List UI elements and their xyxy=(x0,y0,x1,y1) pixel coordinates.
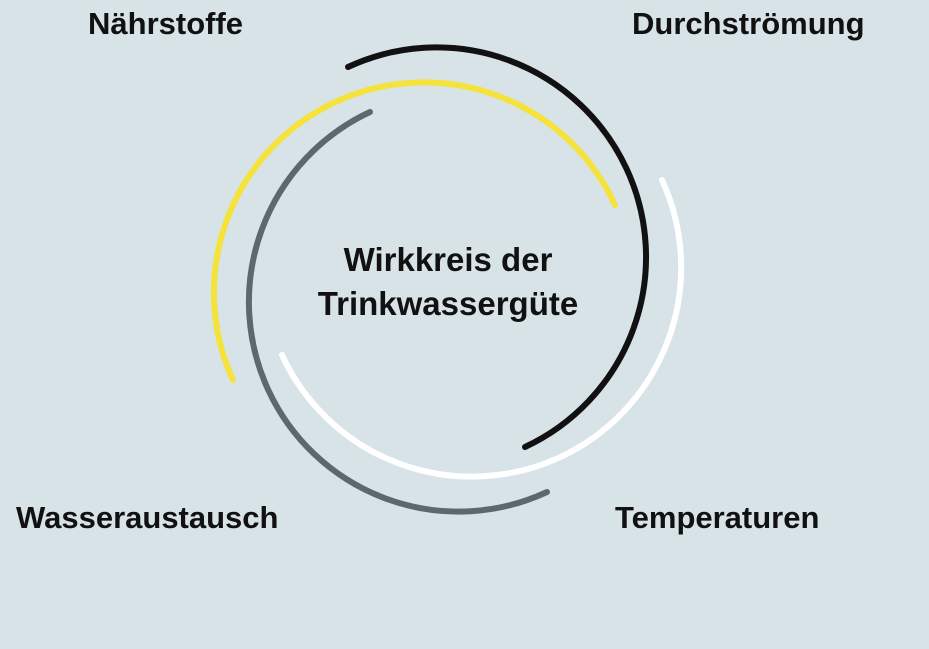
label-naehrstoffe: Nährstoffe xyxy=(88,6,244,41)
arc-naehrstoffe xyxy=(210,79,618,383)
center-title-line-2: Trinkwassergüte xyxy=(317,285,579,322)
center-title-line-1: Wirkkreis der xyxy=(343,241,553,278)
arc-durchstroemung xyxy=(345,44,650,450)
arc-wasseraustausch xyxy=(245,109,550,515)
label-temperaturen: Temperaturen xyxy=(615,500,820,535)
label-durchstroemung: Durchströmung xyxy=(632,6,865,41)
arc-temperaturen xyxy=(279,177,685,480)
label-wasseraustausch: Wasseraustausch xyxy=(16,500,279,535)
center-title: Wirkkreis der Trinkwassergüte xyxy=(298,238,598,326)
